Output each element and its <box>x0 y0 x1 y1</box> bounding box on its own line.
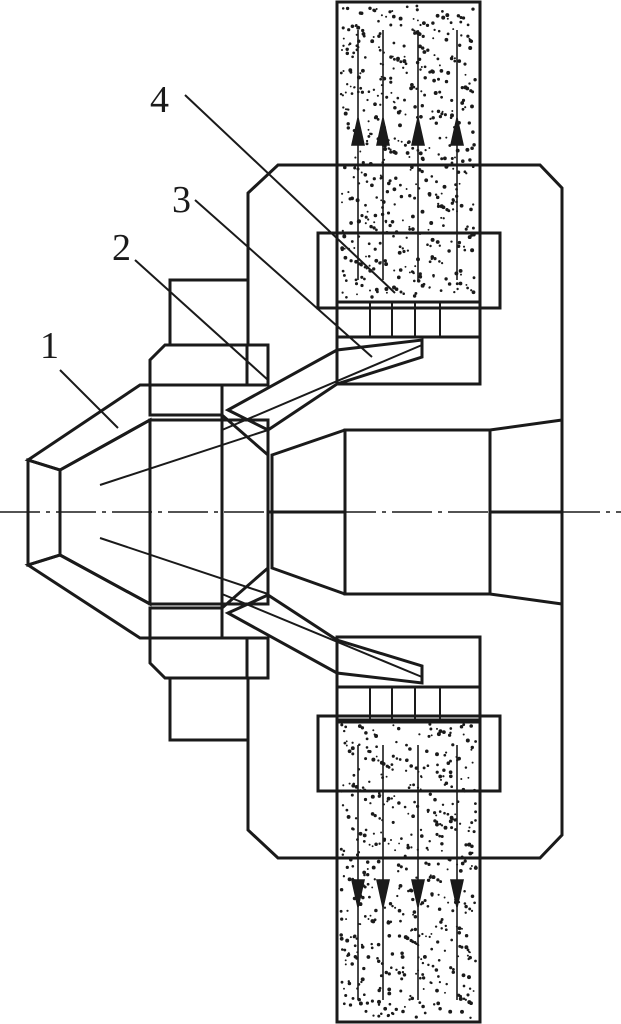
central-bore <box>270 418 564 606</box>
mounting-ring <box>316 231 502 793</box>
label-part-2: 2 <box>112 227 131 269</box>
label-part-1: 1 <box>40 325 59 367</box>
coolant-flow-arrows <box>351 30 464 1000</box>
label-part-3: 3 <box>172 179 191 221</box>
label-part-4: 4 <box>150 79 169 121</box>
leader-lines <box>59 94 396 429</box>
grinding-wheel-lower <box>335 718 482 1024</box>
clamping-nut <box>168 278 250 742</box>
